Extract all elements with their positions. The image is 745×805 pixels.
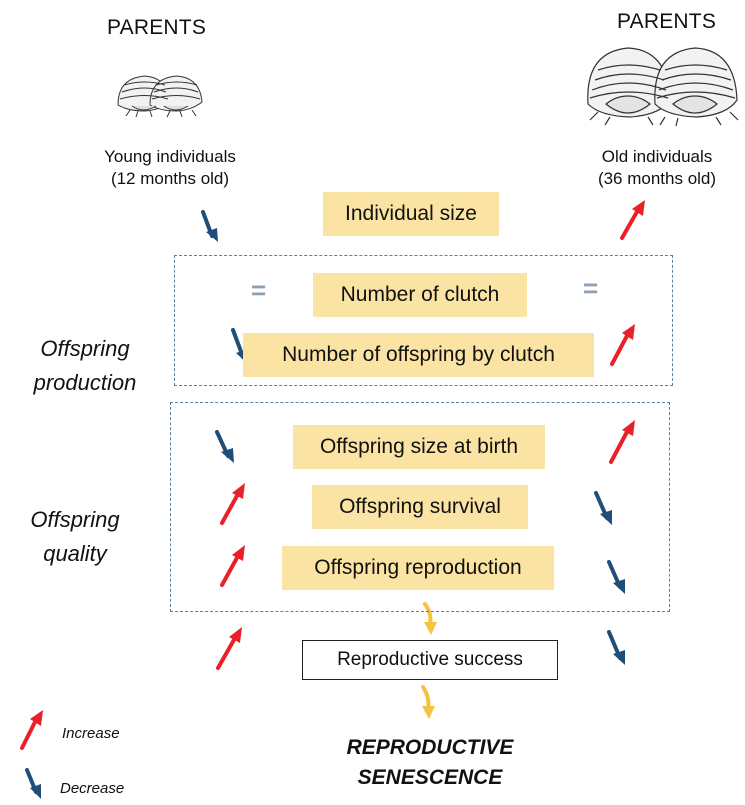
parents-right-header: PARENTS xyxy=(617,10,717,33)
old-label-line1: Old individuals xyxy=(601,147,713,166)
increase-arrow-young-reproduction xyxy=(220,545,245,587)
increase-arrow-old-offspring-size xyxy=(609,420,635,464)
decrease-arrow-old-success xyxy=(607,630,625,665)
reproductive-senescence-label: REPRODUCTIVE SENESCENCE xyxy=(300,733,560,793)
decrease-arrow-old-survival xyxy=(594,491,612,525)
production-line2: production xyxy=(33,370,137,395)
isopod-pair-small-illustration xyxy=(117,75,203,118)
offspring-quality-label: Offspring quality xyxy=(0,503,150,571)
decrease-arrow-legend xyxy=(25,768,41,799)
old-individuals-label: Old individuals (36 months old) xyxy=(567,146,745,190)
offspring-by-clutch-box: Number of offspring by clutch xyxy=(243,333,594,377)
offspring-size-box: Offspring size at birth xyxy=(293,425,545,469)
isopod-pair-large-illustration xyxy=(587,47,739,127)
legend-decrease-label: Decrease xyxy=(60,780,125,797)
flow-arrows xyxy=(421,602,437,719)
parents-left-header: PARENTS xyxy=(107,16,207,39)
quality-line1: Offspring xyxy=(30,507,120,532)
increase-arrows xyxy=(20,200,645,750)
increase-arrow-old-offspring-by-clutch xyxy=(610,324,635,366)
increase-arrow-old-size xyxy=(620,200,645,240)
reproductive-success-box: Reproductive success xyxy=(302,640,558,680)
young-individuals-label: Young individuals (12 months old) xyxy=(70,146,270,190)
young-label-line1: Young individuals xyxy=(104,147,236,166)
legend-increase-label: Increase xyxy=(62,725,120,742)
flow-arrow-to-senescence xyxy=(421,685,435,719)
quality-line2: quality xyxy=(43,541,107,566)
decrease-arrow-old-reproduction xyxy=(607,560,625,594)
old-label-line2: (36 months old) xyxy=(597,169,717,188)
increase-arrow-young-survival xyxy=(220,483,245,525)
senescence-line1: REPRODUCTIVE xyxy=(346,736,514,759)
decrease-arrow-young-size xyxy=(201,210,218,242)
production-line1: Offspring xyxy=(40,336,130,361)
individual-size-box: Individual size xyxy=(323,192,499,236)
number-of-clutch-box: Number of clutch xyxy=(313,273,527,317)
equal-sign-old: = xyxy=(583,273,599,303)
senescence-line2: SENESCENCE xyxy=(357,766,503,789)
offspring-reproduction-box: Offspring reproduction xyxy=(282,546,554,590)
decrease-arrow-young-offspring-size xyxy=(215,430,234,463)
offspring-production-group xyxy=(174,255,673,386)
young-label-line2: (12 months old) xyxy=(110,169,230,188)
offspring-survival-box: Offspring survival xyxy=(312,485,528,529)
offspring-production-label: Offspring production xyxy=(10,332,160,400)
increase-arrow-legend xyxy=(20,710,43,750)
flow-arrow-to-success xyxy=(423,602,437,635)
equal-sign-young: = xyxy=(251,275,267,305)
increase-arrow-young-success xyxy=(216,627,242,670)
offspring-quality-group xyxy=(170,402,670,612)
